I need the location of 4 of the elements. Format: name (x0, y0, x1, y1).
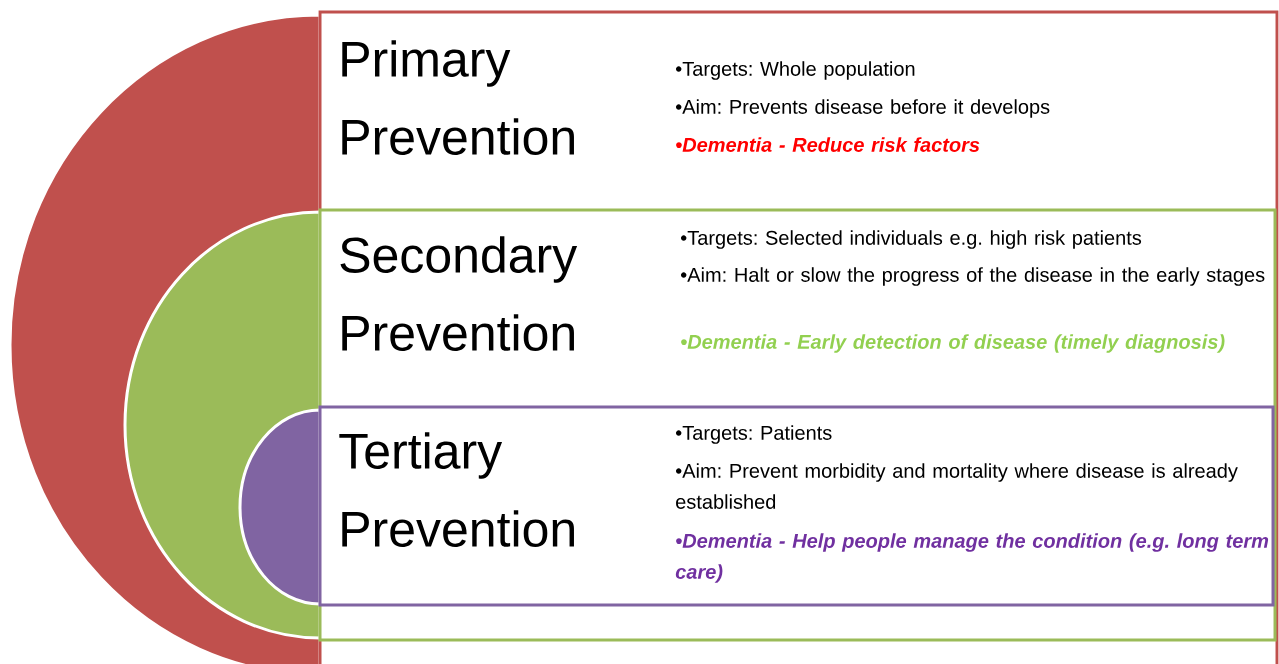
bullet-text: •Aim: Prevents disease before it develops (676, 99, 1050, 118)
highlighted-bullet: •Dementia - Reduce risk factors (676, 137, 980, 152)
heading: Primary Prevention (342, 40, 574, 155)
bullet-text: •Targets: Whole population (676, 61, 915, 80)
